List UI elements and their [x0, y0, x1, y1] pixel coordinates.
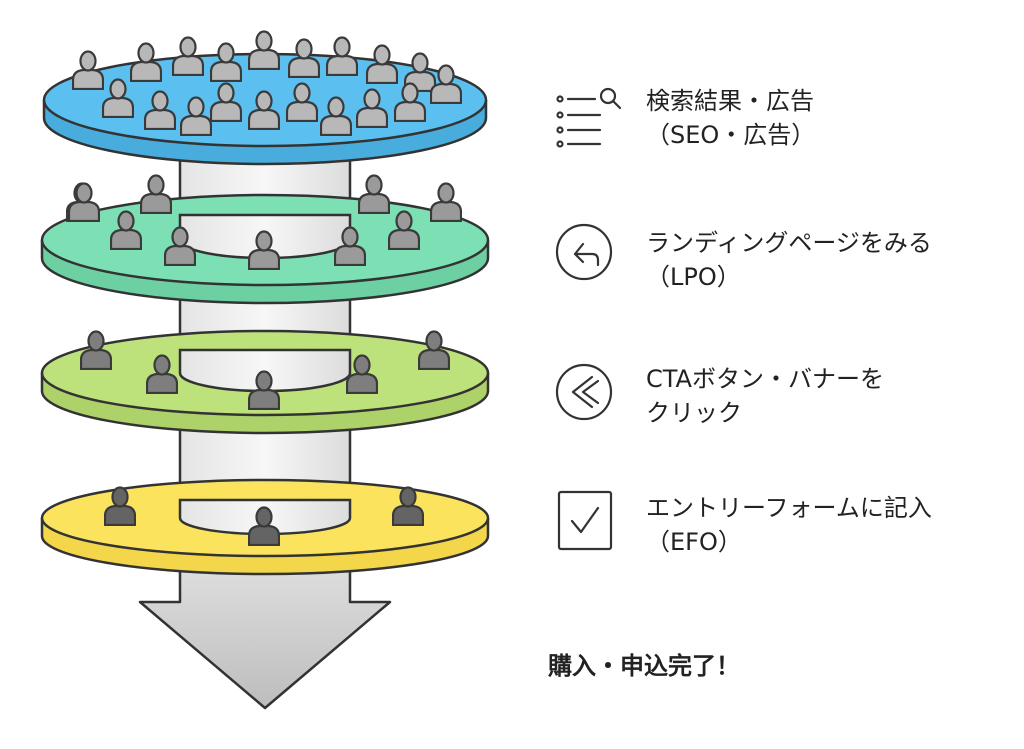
step-2-line1: ランディングページをみる [646, 229, 932, 257]
step-1-label: 検索結果・広告 （SEO・広告） [646, 84, 815, 152]
step-3-line2: クリック [646, 399, 742, 427]
person-icon [248, 30, 280, 70]
back-arrow-icon [555, 223, 613, 281]
step-2-label: ランディングページをみる （LPO） [646, 226, 932, 294]
person-icon [140, 174, 172, 214]
search-list-icon [556, 87, 622, 148]
step-4-line1: エントリーフォームに記入 [646, 494, 932, 522]
final-label: 購入・申込完了！ [548, 652, 740, 680]
step-1-line1: 検索結果・広告 [646, 87, 814, 115]
step-3-line1: CTAボタン・バナーを [646, 365, 884, 393]
step-2-line2: （LPO） [646, 263, 741, 291]
checkbox-icon [557, 490, 613, 551]
step-4-label: エントリーフォームに記入 （EFO） [646, 491, 932, 559]
step-1-line2: （SEO・広告） [646, 121, 816, 149]
step-4-line2: （EFO） [646, 528, 742, 556]
person-icon [430, 182, 462, 222]
person-icon [358, 174, 390, 214]
step-3-label: CTAボタン・バナーを クリック [646, 362, 884, 430]
chevron-left-icon [555, 363, 613, 421]
